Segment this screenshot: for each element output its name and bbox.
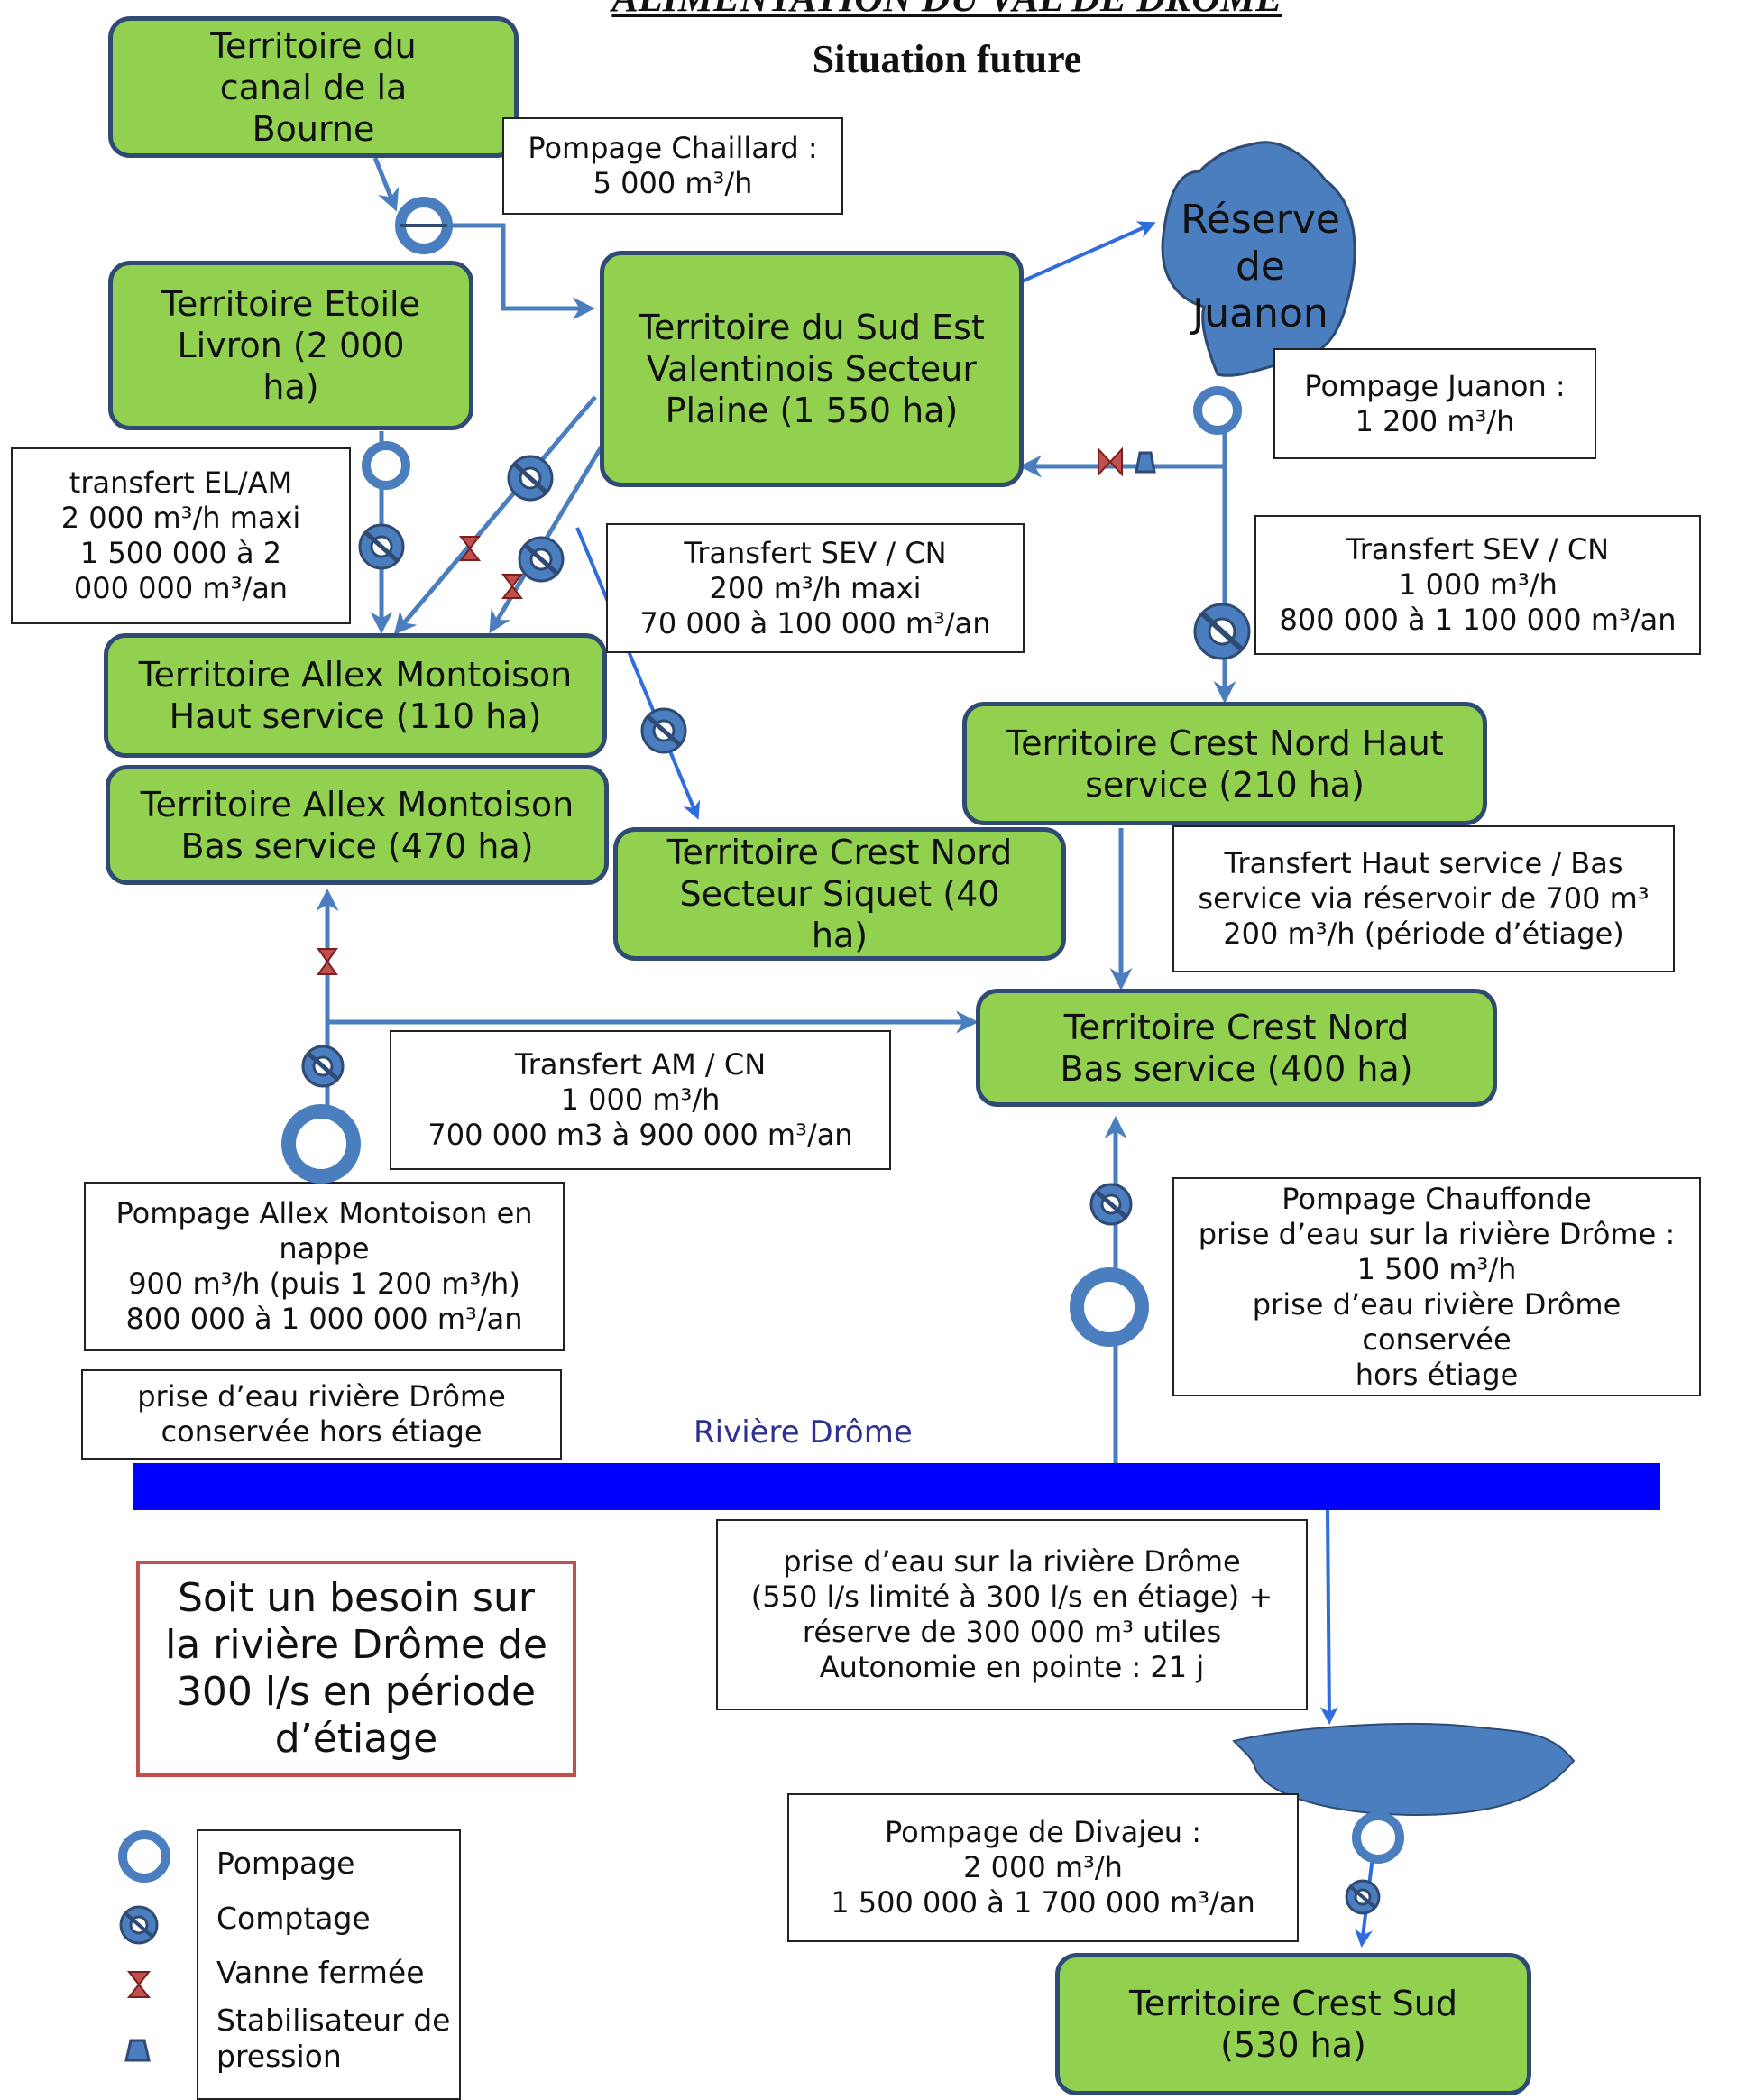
territory-crest-nord-siquet: Territoire Crest Nord Secteur Siquet (40… [613,827,1066,961]
territory-etoile-livron: Territoire Etoile Livron (2 000 ha) [108,261,473,430]
reservoir-juanon-label: Réserve de Juanon [1181,197,1340,336]
territory-sud-est-valentinois: Territoire du Sud Est Valentinois Secteu… [600,251,1024,487]
pipe-sev-allex-2 [489,440,607,634]
pipe-chaillard-sev [442,223,595,320]
pipe-juanon-sev [1019,424,1227,478]
territory-bourne: Territoire du canal de la Bourne [108,16,519,158]
legend: Pompage Comptage Vanne fermée Stabilisat… [197,1829,461,2100]
pipe-divajeu-crest-sud [1355,1812,1380,1948]
legend-vanne-label: Vanne fermée [216,1955,425,1990]
territory-allex-haut: Territoire Allex Montoison Haut service … [104,633,607,758]
territory-crest-nord-bas: Territoire Crest Nord Bas service (400 h… [976,989,1497,1107]
river-drome [133,1463,1660,1510]
note-pompage-juanon: Pompage Juanon :1 200 m³/h [1273,348,1596,459]
reservoir-divajeu [1232,1722,1576,1816]
pipe-drome-divajeu [1319,1509,1338,1725]
territory-crest-sud: Territoire Crest Sud (530 ha) [1055,1953,1531,2095]
pipe-sev-juanon [1021,221,1156,283]
page-title: ALIMENTATION DU VAL DE DRÔME [0,0,1737,21]
note-prise-eau-divajeu: prise d’eau sur la rivière Drôme(550 l/s… [716,1519,1308,1710]
legend-stabilisateur-label: Stabilisateur de pression [216,2003,451,2074]
pipe-sev-siquet [575,527,701,820]
page-subtitle: Situation future [812,37,1082,81]
note-pompage-chaillard: Pompage Chaillard :5 000 m³/h [502,117,843,215]
river-label: Rivière Drôme [694,1414,913,1451]
reservoir-juanon [1161,141,1356,377]
pipe-bourne-chaillard [372,157,400,212]
pipe-sev-allex-1 [393,395,597,635]
legend-comptage-label: Comptage [216,1901,371,1936]
territory-allex-bas: Territoire Allex Montoison Bas service (… [106,765,609,885]
need-summary-box: Soit un besoin sur la rivière Drôme de 3… [136,1561,576,1777]
territory-crest-nord-haut: Territoire Crest Nord Haut service (210 … [962,702,1487,825]
legend-pompage-label: Pompage [216,1846,355,1881]
